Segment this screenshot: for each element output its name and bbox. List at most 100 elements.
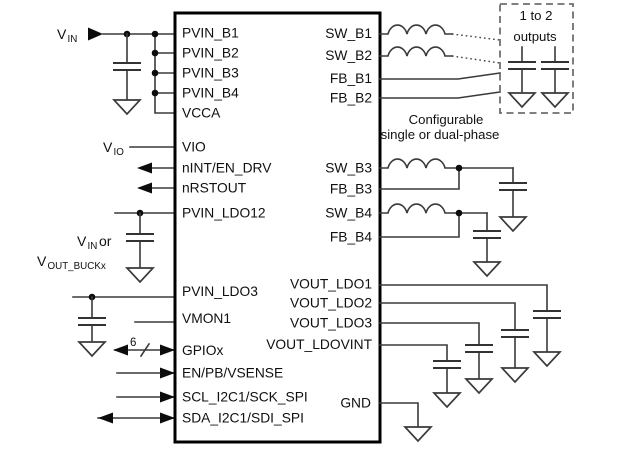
phase-note-line2: single or dual-phase [381,127,500,142]
pin-label-fb-b3: FB_B3 [330,182,373,197]
fb-b3-wire [379,167,460,190]
sw-b1-flex-connection [451,33,501,41]
buck3-network [379,158,528,232]
pin-label-vout-ldo3: VOUT_LDO3 [290,316,372,331]
buck12-phase-network: 1 to 2 outputs Configurable single or du… [379,3,574,142]
ground-symbol [541,92,569,108]
ldo2-output-capacitor [500,329,530,338]
pin-label-vcca: VCCA [182,106,221,121]
pin-label-sda: SDA_I2C1/SDI_SPI [182,411,304,426]
pin-label-gnd: GND [340,396,371,411]
junction-dot [455,209,463,217]
pvin-ldo12-network: V IN or V OUT_BUCKx [37,209,176,283]
inductor-sw-b2 [379,46,453,57]
arrow-left-icon [98,412,113,424]
vout-ldo3-wire [379,322,480,346]
scl-line [116,391,176,403]
pin-label-vout-ldo1: VOUT_LDO1 [290,277,372,292]
inductor-sw-b1 [379,24,453,35]
buck4-output-capacitor [472,230,502,239]
pmic-chip: PVIN_B1 PVIN_B2 PVIN_B3 PVIN_B4 VCCA VIO… [173,11,382,444]
outputs-option-box [499,3,574,114]
vin-label-subscript: IN [68,34,78,45]
buck3-output-capacitor [498,182,528,191]
pin-label-pvin-ldo3: PVIN_LDO3 [182,284,258,299]
arrow-left-icon [113,344,128,356]
fb-b1-wire [379,72,501,80]
output-capacitor-2 [540,61,570,70]
ground-symbol [501,367,529,383]
ldo3-output-capacitor [464,344,494,353]
gpio-bus-width-label: 6 [130,337,136,349]
ground-symbol [499,216,527,232]
pin-label-fb-b1: FB_B1 [330,71,372,86]
ground-symbol [113,99,141,115]
ldovint-output-capacitor [432,360,462,369]
buck4-network [379,203,502,277]
pin-label-sw-b3: SW_B3 [325,161,372,176]
arrow-right-icon [160,412,175,424]
outputs-box-label-line1: 1 to 2 [520,8,553,23]
pvin-bus-wire [154,33,176,114]
pin-label-sw-b2: SW_B2 [325,48,372,63]
junction-dot [151,49,159,57]
ground-symbol [126,267,154,283]
pin-label-gpiox: GPIOx [182,343,223,358]
en-pb-vsense-line [116,367,176,379]
ldo12-supply-label-suffix: or [99,233,112,249]
fb-b2-wire [379,91,501,99]
sw-b2-flex-connection [451,55,501,64]
junction-dot [151,89,159,97]
pin-label-pvin-b3: PVIN_B3 [182,66,239,81]
gnd-network [379,402,432,442]
outputs-box-label-line2: outputs [513,29,557,44]
pin-label-pvin-b1: PVIN_B1 [182,26,239,41]
pin-label-en-pb-vsense: EN/PB/VSENSE [182,366,283,381]
ground-symbol [78,341,106,357]
bus-slash-icon [139,342,151,358]
pin-label-fb-b2: FB_B2 [330,91,372,106]
gnd-wire [379,402,419,428]
nint-output-line [137,162,176,174]
pin-label-pvin-b2: PVIN_B2 [182,46,239,61]
junction-dot [455,164,463,172]
pin-label-pvin-ldo12: PVIN_LDO12 [182,206,266,221]
vin-label-base: V [57,26,67,42]
nrstout-output-line [137,182,176,194]
arrow-right-icon [160,391,175,403]
gpio-bus: 6 [113,337,176,358]
pin-label-pvin-b4: PVIN_B4 [182,86,239,101]
ldo12-supply-label-base: V [77,233,87,249]
pvin-ldo3-network [72,293,176,357]
vin-supply-network: V IN [57,26,176,115]
pin-label-vio: VIO [182,140,206,155]
pin-label-fb-b4: FB_B4 [330,230,373,245]
ldo12-input-capacitor [125,233,155,242]
output-capacitor-1 [507,61,537,70]
vout-buckx-label-base: V [37,253,47,269]
inductor-sw-b4 [379,203,488,214]
vio-label-base: V [103,139,113,155]
inductor-sw-b3 [379,158,514,169]
pin-label-sw-b1: SW_B1 [325,26,372,41]
arrow-left-icon [137,182,152,194]
pin-label-scl: SCL_I2C1/SCK_SPI [182,390,308,405]
ground-symbol [473,261,501,277]
ldo3-input-capacitor [77,317,107,326]
sda-line [97,412,176,424]
chip-outline [173,11,382,444]
vio-label-subscript: IO [114,147,125,158]
vio-network: V IO [103,139,176,158]
vout-buckx-label-subscript: OUT_BUCKx [48,261,106,272]
junction-dot [151,30,159,38]
ldo12-supply-label-subscript: IN [88,241,98,252]
pin-label-vmon1: VMON1 [182,311,231,326]
phase-note-line1: Configurable [409,112,484,127]
arrow-left-icon [137,162,152,174]
ldo-outputs-network [379,284,562,408]
pin-label-nrstout: nRSTOUT [182,181,247,196]
input-capacitor [112,62,142,71]
pin-label-vout-ldo2: VOUT_LDO2 [290,296,372,311]
